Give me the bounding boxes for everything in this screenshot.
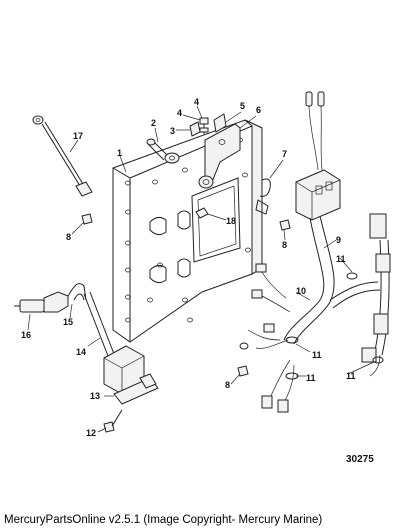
screw-part-12 [103,409,123,433]
callout-11-top: 11 [336,254,346,264]
callout-16: 16 [21,330,31,340]
main-connector [295,169,341,221]
copyright-footer: MercuryPartsOnline v2.5.1 (Image Copyrig… [0,512,400,529]
wire-harness [239,213,391,413]
callout-13: 13 [90,391,100,401]
callout-10: 10 [296,286,306,296]
callout-4b: 4 [194,97,199,107]
nut-part-8-bottom [237,365,249,377]
callout-18: 18 [226,216,236,226]
callout-8-bottom: 8 [225,380,230,390]
ground-cable-part-17 [32,115,93,197]
callout-3: 3 [170,126,175,136]
bolt-part-2 [146,138,180,164]
callout-11-low: 11 [306,373,316,383]
callout-7: 7 [282,149,287,159]
callout-17: 17 [73,131,83,141]
clip-part-5 [213,113,227,133]
spark-plug-lead [14,283,115,357]
ignition-coil [103,345,159,405]
callout-2: 2 [151,118,156,128]
callout-11-right: 11 [346,371,356,381]
callout-8-left: 8 [66,232,71,242]
mounting-plate [112,119,263,343]
callout-15: 15 [63,317,73,327]
callout-4a: 4 [177,108,182,118]
nut-part-8-right [279,219,291,231]
leader-lines [27,105,375,433]
nut-part-8-left [81,213,93,225]
callout-12: 12 [86,428,96,438]
callout-5: 5 [240,101,245,111]
figure-number: 30275 [346,454,374,465]
sensor-pigtail [305,91,325,171]
callout-6: 6 [256,105,261,115]
callout-8-right: 8 [282,240,287,250]
nut-part-3 [189,121,201,137]
callout-11-mid: 11 [312,350,322,360]
callout-9: 9 [336,235,341,245]
callout-14: 14 [76,347,86,357]
callout-1: 1 [117,148,122,158]
clip-part-7 [255,178,271,215]
screw-part-4 [199,117,209,134]
grommet [198,175,214,189]
